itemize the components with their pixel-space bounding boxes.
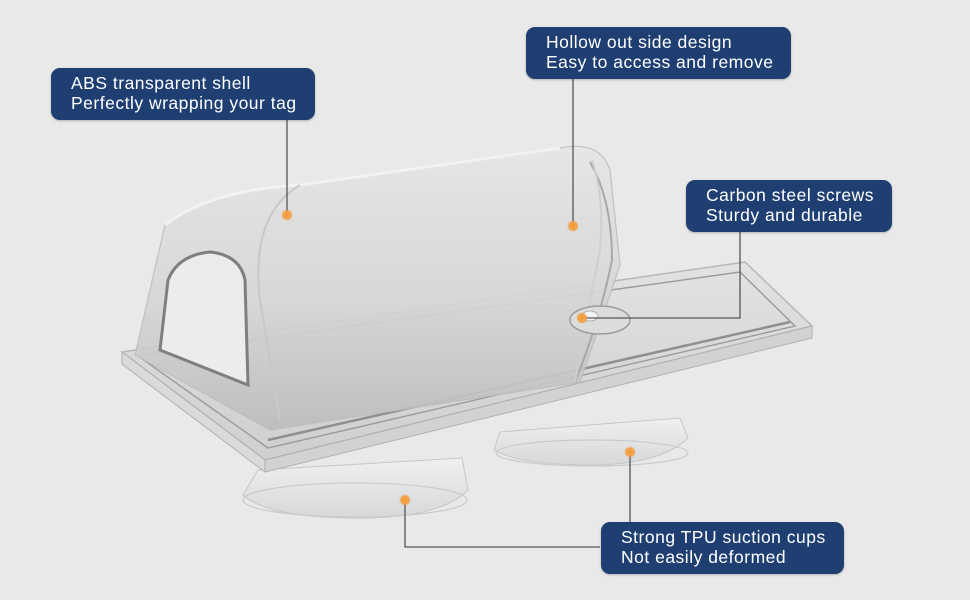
- callout-hollow: Hollow out side design Easy to access an…: [526, 27, 792, 79]
- callout-hollow-line1: Hollow out side design: [546, 32, 733, 52]
- leader-lines: [286, 77, 741, 548]
- suction-cup-rear: [493, 417, 689, 467]
- callout-screws-line1: Carbon steel screws: [706, 185, 875, 205]
- suction-cup-front: [242, 457, 469, 519]
- callout-screws-line2: Sturdy and durable: [706, 204, 863, 225]
- markers: [281, 209, 636, 506]
- callout-cups-line1: Strong TPU suction cups: [621, 527, 826, 547]
- callout-shell: ABS transparent shell Perfectly wrapping…: [51, 68, 315, 120]
- callout-shell-line1: ABS transparent shell: [71, 73, 251, 93]
- callout-cups: Strong TPU suction cups Not easily defor…: [601, 522, 844, 574]
- callout-shell-line2: Perfectly wrapping your tag: [71, 92, 297, 113]
- callout-hollow-line2: Easy to access and remove: [546, 51, 774, 72]
- callout-screws: Carbon steel screws Sturdy and durable: [686, 180, 893, 232]
- abs-shell: [134, 145, 621, 431]
- side-opening: [158, 250, 250, 388]
- callout-cups-line2: Not easily deformed: [621, 546, 787, 567]
